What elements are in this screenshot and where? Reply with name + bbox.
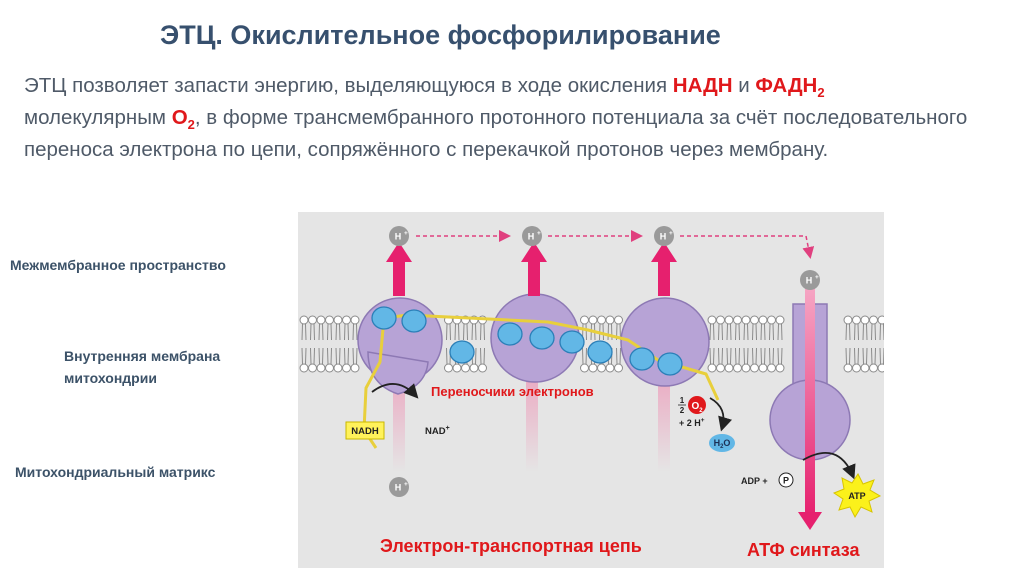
intro-fadh: ФАДН2 (755, 74, 825, 101)
nad-plus-label: NAD+ (425, 425, 450, 437)
electron-carrier (587, 340, 613, 364)
o2-circle (688, 396, 706, 414)
h2o-label: H2O (714, 438, 731, 450)
phosphate-circle (778, 472, 794, 488)
two-protons-label: + 2 H+ (679, 417, 705, 428)
complex-3 (490, 242, 580, 472)
electron-carrier (497, 322, 523, 346)
proton-badge: H+ (389, 477, 409, 497)
svg-text:H: H (806, 276, 813, 286)
page-title: ЭТЦ. Окислительное фосфорилирование (160, 20, 721, 50)
synthase-arrow (798, 512, 822, 530)
proton-badge: H+ (654, 226, 674, 246)
o2-arrow (709, 397, 732, 432)
intro-text-1: ЭТЦ позволяет запасти энергию, выделяющу… (24, 74, 673, 97)
intro-nadh: НАДН (672, 74, 733, 97)
half-numerator: 1 (680, 396, 685, 405)
electron-carrier (371, 306, 397, 330)
svg-text:+: + (404, 230, 408, 237)
carriers-label: Переносчики электронов (431, 384, 594, 399)
intro-and: и (732, 74, 756, 97)
nadh-box (345, 421, 385, 440)
electron-carrier (449, 340, 475, 364)
intro-text-3: , в форме трансмембранного протонного по… (24, 106, 968, 161)
label-matrix: Митохондриальный матрикс (15, 464, 216, 480)
o2-label: O2 (691, 401, 703, 414)
svg-text:H: H (395, 483, 402, 493)
electron-carriers (371, 306, 683, 376)
electron-carrier (401, 309, 427, 333)
intro-o2: O2 (171, 106, 195, 133)
atp-arrow (802, 451, 856, 480)
label-intermembrane-space: Межмембранное пространство (10, 257, 226, 273)
adp-label: ADP + (741, 476, 768, 486)
svg-text:+: + (815, 274, 819, 281)
nadh-label: NADH (351, 426, 379, 437)
etc-caption: Электрон-транспортная цепь (380, 536, 642, 556)
proton-badge: H+ (522, 226, 542, 246)
svg-text:+: + (669, 230, 673, 237)
half-denominator: 2 (680, 406, 685, 415)
pump-arrow-2 (521, 242, 547, 262)
proton-badge: H+ (800, 270, 820, 290)
electron-carrier (629, 347, 655, 371)
svg-text:+: + (404, 481, 408, 488)
pump-arrow-1 (386, 242, 412, 262)
electron-carrier (657, 352, 683, 376)
nadh-arrow (371, 383, 419, 399)
phosphate-label: P (783, 476, 789, 486)
atp-burst (832, 473, 882, 519)
atp-synthase (769, 282, 851, 530)
protons: H+H+H+H+H+ (389, 226, 820, 497)
proton-badge: H+ (389, 226, 409, 246)
atp-synthase-caption: АТФ синтаза (747, 540, 860, 560)
svg-text:H: H (528, 232, 535, 242)
electron-carrier (529, 326, 555, 350)
intro-paragraph: ЭТЦ позволяет запасти энергию, выделяющу… (24, 70, 1024, 166)
svg-text:+: + (537, 230, 541, 237)
pump-arrow-3 (651, 242, 677, 262)
h2o-drop (709, 434, 735, 452)
intro-text-2: молекулярным (24, 106, 172, 129)
svg-text:H: H (395, 232, 402, 242)
etc-diagram: H+H+H+H+H+ NADH NAD+ Переносчики электро… (298, 212, 884, 568)
label-inner-membrane: Внутренняя мембрана митохондрии (64, 348, 221, 386)
svg-text:H: H (660, 232, 667, 242)
proton-flow-3 (680, 235, 815, 259)
atp-label: ATP (848, 491, 865, 501)
electron-carrier (559, 330, 585, 354)
